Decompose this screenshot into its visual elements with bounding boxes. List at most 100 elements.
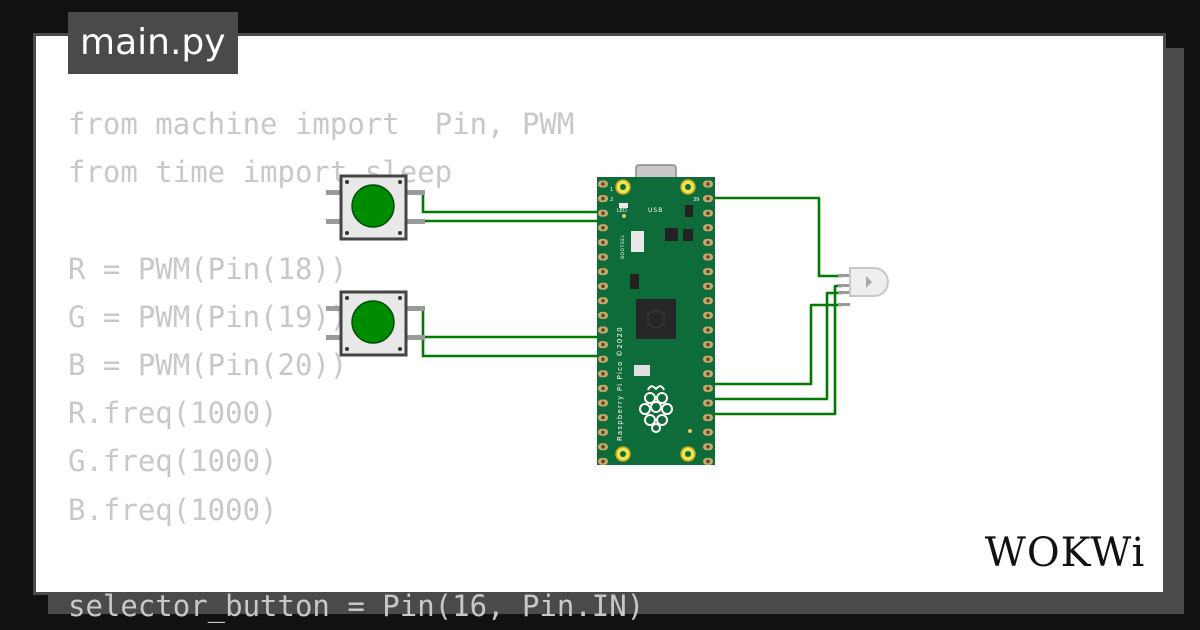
chip (683, 229, 693, 241)
button-corner (345, 231, 349, 235)
button-corner (398, 231, 402, 235)
button-lead (326, 190, 342, 195)
mount-hole-center (685, 451, 691, 457)
code-line: B.freq(1000) (68, 492, 278, 527)
code-line: from time import sleep (68, 155, 453, 190)
button-corner (345, 347, 349, 351)
wire[interactable] (707, 303, 842, 386)
rp2040-chip (636, 299, 676, 339)
led-lead (838, 284, 850, 287)
pin-hole (601, 445, 605, 449)
pin-hole (706, 386, 710, 391)
bootsel-label: BOOTSEL (620, 234, 626, 259)
button-lead (326, 335, 342, 340)
wire[interactable] (405, 307, 605, 339)
bootsel-button[interactable] (631, 231, 644, 252)
mount-hole-center (620, 184, 626, 190)
wire[interactable] (405, 335, 605, 358)
pin-hole (601, 269, 605, 274)
button-corner (398, 180, 402, 184)
pin-hole (706, 459, 710, 464)
pin-hole (706, 445, 710, 449)
pin-hole (706, 372, 710, 376)
pin-hole (601, 342, 605, 347)
pin-hole (706, 284, 710, 289)
button-corner (398, 347, 402, 351)
left-pin-header (598, 180, 608, 465)
button-corner (345, 180, 349, 184)
pin-hole (706, 313, 710, 318)
pin-hole (601, 196, 605, 201)
pin2-label: 2 (610, 197, 613, 203)
led-lead (838, 291, 850, 294)
pin-hole (601, 386, 605, 391)
pin-hole (601, 182, 605, 186)
code-line: selector_button = Pin(16, Pin.IN) (68, 588, 645, 623)
pico-board[interactable]: USB LED 1 2 39 BOOTSEL Raspberry Pi Pico… (597, 164, 715, 465)
pin-hole (706, 211, 710, 215)
pin-hole (601, 415, 605, 420)
pin39-label: 39 (693, 197, 699, 203)
button-lead (326, 306, 342, 311)
wokwi-logo: WOKWi (985, 530, 1145, 576)
pin-hole (706, 182, 710, 186)
mount-hole-center (685, 184, 691, 190)
onboard-led (619, 203, 628, 208)
pin-hole (706, 269, 710, 274)
code-line: from machine import Pin, PWM (68, 107, 575, 141)
right-pin-header (703, 180, 713, 465)
pin-hole (706, 226, 710, 230)
usb-label: USB (648, 207, 663, 214)
pin-hole (706, 430, 710, 435)
pin-hole (601, 255, 605, 259)
button-cap (351, 184, 395, 228)
raspberry-logo-icon (639, 385, 673, 433)
button-lead (405, 306, 425, 311)
pin-hole (706, 342, 710, 347)
board-name-label: Raspberry Pi Pico ©2020 (616, 326, 624, 441)
pin-hole (601, 226, 605, 230)
pin1-label: 1 (610, 187, 613, 193)
pin-hole (706, 328, 710, 332)
test-point (688, 429, 692, 433)
file-tab[interactable]: main.py (68, 12, 238, 74)
button-corner (345, 296, 349, 300)
pin-hole (706, 357, 710, 362)
rgb-led[interactable] (838, 267, 889, 306)
chip (665, 228, 678, 241)
button-lead (405, 219, 425, 224)
button-cap (351, 300, 395, 344)
wire[interactable] (707, 196, 842, 278)
rp2040-logo-icon (647, 309, 665, 329)
code-line: G = PWM(Pin(19)) (68, 299, 348, 334)
pin-hole (601, 372, 605, 376)
code-line: B = PWM(Pin(20)) (68, 347, 348, 382)
pin-hole (706, 299, 710, 303)
code-line: R = PWM(Pin(18)) (68, 251, 348, 286)
chip (630, 274, 639, 289)
push-button-2[interactable] (326, 290, 425, 357)
pin-hole (601, 430, 605, 435)
code-editor[interactable]: from machine import Pin, PWM from time im… (68, 100, 644, 630)
pin-hole (601, 240, 605, 245)
pin-hole (706, 401, 710, 405)
button-lead (405, 190, 425, 195)
wire[interactable] (405, 191, 605, 214)
pin-hole (601, 401, 605, 405)
led-lead (838, 274, 850, 277)
pin-hole (706, 415, 710, 420)
button-corner (398, 296, 402, 300)
pin-hole (706, 240, 710, 245)
pin-hole (601, 459, 605, 464)
pin-hole (601, 328, 605, 332)
button-lead (405, 335, 425, 340)
mount-hole-center (620, 451, 626, 457)
led-label: LED (617, 208, 627, 214)
led-die (866, 276, 872, 288)
code-line: G.freq(1000) (68, 444, 278, 479)
push-button-1[interactable] (326, 174, 425, 241)
pin-hole (601, 299, 605, 303)
chip (685, 205, 693, 217)
test-point (622, 214, 626, 218)
